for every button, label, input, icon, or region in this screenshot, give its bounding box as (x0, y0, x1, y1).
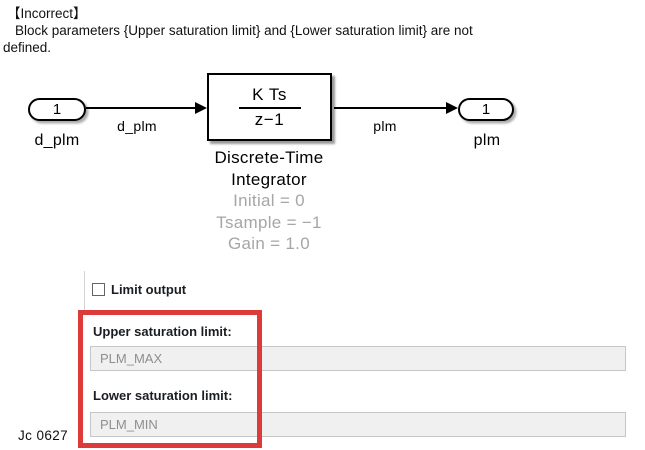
block-name-line2: Integrator (231, 169, 307, 189)
block-param-tsample: Tsample = −1 (216, 212, 322, 232)
arrowhead-icon (195, 102, 207, 114)
inport-number: 1 (52, 101, 62, 118)
outport-label: plm (473, 132, 501, 149)
upper-saturation-label: Upper saturation limit: (93, 324, 232, 339)
outport-number: 1 (481, 101, 491, 118)
dialog-left-edge (84, 271, 85, 313)
limit-output-label[interactable]: Limit output (111, 282, 187, 297)
limit-output-checkbox[interactable] (92, 283, 105, 296)
outport-block[interactable]: 1 (458, 98, 514, 121)
transfer-function: K Ts z−1 (238, 84, 301, 130)
fraction-bar (238, 106, 301, 109)
block-caption: Discrete-Time Integrator Initial = 0 Tsa… (169, 147, 369, 255)
numerator: K Ts (252, 84, 287, 104)
denominator: z−1 (254, 109, 285, 129)
block-name-line1: Discrete-Time (214, 148, 324, 167)
output-wire (334, 107, 447, 109)
lower-saturation-label: Lower saturation limit: (93, 388, 233, 403)
arrowhead-icon (446, 102, 458, 114)
output-signal-label: plm (373, 118, 397, 134)
input-signal-label: d_plm (117, 118, 157, 134)
block-param-gain: Gain = 1.0 (228, 234, 310, 253)
inport-block[interactable]: 1 (28, 98, 86, 121)
header-tag: 【Incorrect】 (7, 6, 87, 21)
discrete-time-integrator-block[interactable]: K Ts z−1 (207, 73, 332, 141)
input-wire (86, 107, 196, 109)
lower-saturation-input[interactable] (90, 412, 626, 437)
inport-label: d_plm (34, 132, 80, 149)
header-line2: defined. (3, 40, 52, 55)
block-param-initial: Initial = 0 (233, 191, 305, 210)
footer-note: Jc 0627 (18, 428, 69, 443)
header-line1: Block parameters {Upper saturation limit… (15, 23, 473, 38)
upper-saturation-input[interactable] (90, 346, 626, 371)
